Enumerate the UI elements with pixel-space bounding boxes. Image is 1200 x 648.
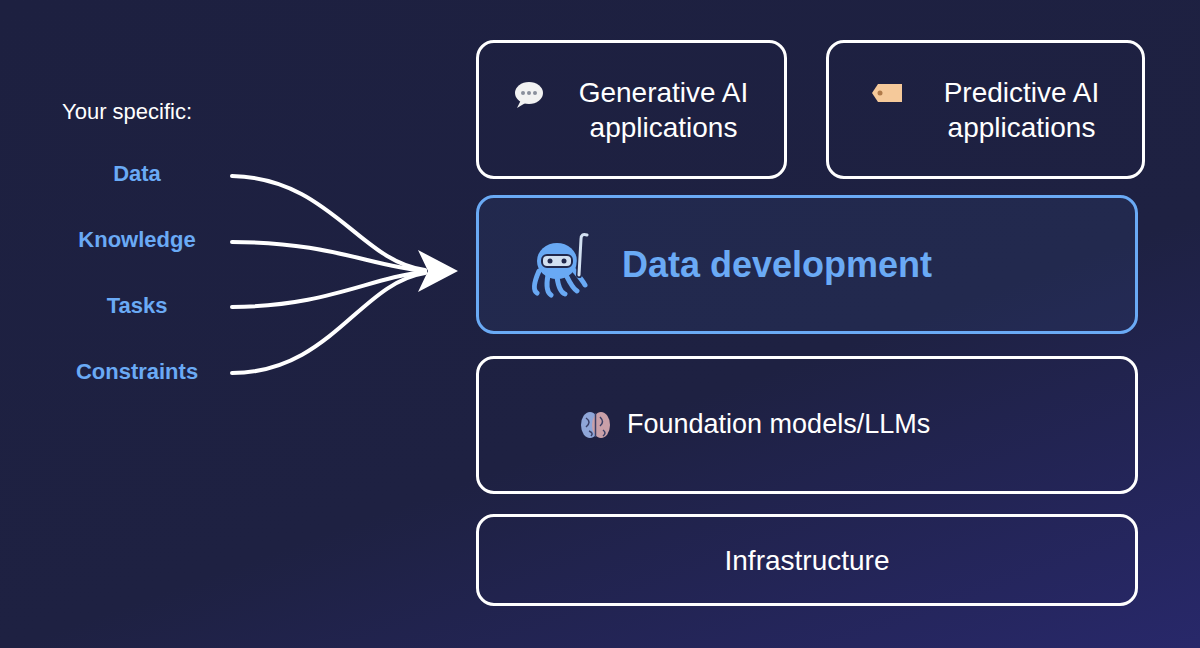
input-label: Data — [113, 161, 161, 187]
intro-label: Your specific: — [62, 99, 192, 125]
speech-bubble-icon — [515, 82, 543, 108]
merge-arrows — [232, 176, 425, 373]
arrow-head — [418, 250, 458, 292]
tag-icon — [872, 84, 902, 102]
input-label: Tasks — [107, 293, 168, 319]
box-text: Infrastructure — [725, 543, 890, 578]
arrow-curve — [232, 176, 425, 270]
box-text: Data development — [622, 242, 932, 287]
input-label: Constraints — [76, 359, 198, 385]
box-text: Predictive AI applications — [914, 75, 1129, 145]
box-text: Foundation models/LLMs — [627, 408, 930, 442]
data-development-layer: Data development — [476, 195, 1138, 334]
brain-icon — [581, 412, 610, 438]
application-box: Generative AI applications — [476, 40, 787, 179]
model-layer: Foundation models/LLMs — [476, 356, 1138, 494]
box-text: Generative AI applications — [556, 75, 771, 145]
infrastructure-layer: Infrastructure — [476, 514, 1138, 606]
input-label: Knowledge — [78, 227, 195, 253]
arrow-curve — [232, 272, 425, 307]
application-box: Predictive AI applications — [826, 40, 1145, 179]
arrow-curve — [232, 242, 425, 271]
arrow-curve — [232, 273, 425, 373]
